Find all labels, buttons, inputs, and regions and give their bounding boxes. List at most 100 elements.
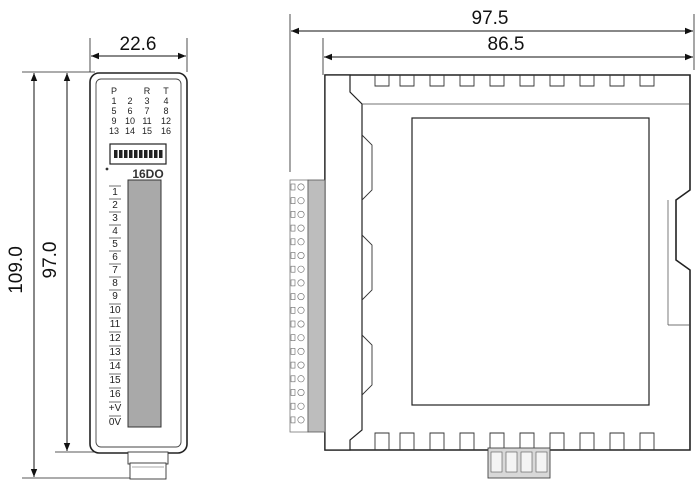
screw-terminal [290,306,296,314]
terminal-label: 16 [109,389,121,400]
screw-terminal [290,402,296,410]
screw-head [297,279,305,287]
top-vent-slot [399,75,415,87]
terminal-label: 8 [112,278,118,289]
bottom-vent-slot [399,432,415,450]
bottom-vent-slot [549,432,565,450]
top-vent-slot [489,75,505,87]
screw-head [297,361,305,369]
screw-head [297,416,305,424]
terminal-label: 0V [109,417,122,428]
screw-head [297,334,305,342]
top-vent-slot [639,75,655,87]
bottom-vents [374,432,655,450]
dip-switch-cell [144,150,148,158]
terminal-labels: 1 2 3 4 5 6 7 8 9 10 11 12 13 14 15 16 +… [109,187,122,428]
screw-terminal [290,416,296,424]
terminal-label: +V [109,403,122,414]
led-label: 7 [144,106,149,116]
led-label: 11 [142,116,151,126]
terminal-label: 3 [112,213,118,224]
bottom-vent-slot [459,432,475,450]
overall-height-label: 109.0 [6,246,27,294]
terminal-label: 13 [109,347,121,358]
led-header-p: P [111,86,117,96]
front-cover-profile [324,74,363,451]
model-label: 16DO [132,167,163,181]
top-vent-slot [549,75,565,87]
led-label: 6 [127,106,132,116]
top-vent-slot [609,75,625,87]
top-vent-slot [519,75,535,87]
screw-head [297,224,305,232]
screw-terminal [290,224,296,232]
bottom-vent-slot [609,432,625,450]
terminal-window [127,179,162,428]
led-label: 12 [161,116,171,126]
din-clip [127,451,169,480]
led-grid: 1 2 3 4 5 6 7 8 9 10 11 12 13 14 15 16 [109,96,171,136]
screw-terminal [290,320,296,328]
bottom-vent-slot [639,432,655,450]
top-vents [374,75,655,87]
dip-switch-cell [124,150,128,158]
screw-terminal [290,211,296,218]
led-label: 9 [111,116,116,126]
front-panel-inner [95,78,182,448]
connector-pin [490,451,503,473]
dip-switch-cell [114,150,118,158]
terminal-label: 15 [109,375,121,386]
terminal-label: 4 [112,226,118,237]
body-height-label: 97.0 [40,242,61,279]
screw-head [297,375,305,383]
connector-pin [520,451,533,473]
front-width-label: 22.6 [120,34,157,55]
side-label-area [411,117,650,406]
terminal-block [289,179,326,433]
dip-switch-cell [159,150,163,158]
led-label: 13 [109,126,119,136]
screw-terminal [290,348,296,355]
dip-switch-cell [129,150,133,158]
cover-ribs [361,134,373,396]
screw-terminal [290,293,296,300]
screw-head [297,402,305,410]
bottom-vent-slot [579,432,595,450]
dip-switch-cell [119,150,123,158]
connector-pin [535,451,548,473]
led-label: 10 [125,116,135,126]
led-label: 14 [125,126,135,136]
screw-terminal [290,252,296,259]
terminal-label: 10 [109,305,121,316]
screw-head [297,388,305,396]
screw-terminal [290,197,296,204]
side-view: 97.5 86.5 [289,8,695,479]
screw-head [297,210,305,218]
screw-terminal [290,389,296,396]
terminal-label: 9 [112,291,118,302]
led-label: 8 [163,106,168,116]
dip-switch-cell [154,150,158,158]
screw-head [297,238,305,246]
screw-head [297,347,305,355]
top-vent-slot [459,75,475,87]
led-label: 15 [142,126,152,136]
body-width-label: 86.5 [488,34,525,55]
terminal-label: 12 [109,333,121,344]
dip-switch-cell [134,150,138,158]
screw-head [297,183,305,191]
led-header-t: T [163,86,169,96]
terminal-label: 2 [112,200,118,211]
screw-terminal [290,334,296,342]
screw-head [297,306,305,314]
terminal-label: 11 [110,319,121,330]
top-vent-slot [429,75,445,87]
screw-head [297,197,305,205]
dip-switch-cell [149,150,153,158]
bottom-vent-slot [489,432,505,450]
terminal-label: 5 [112,239,118,250]
screw-head [297,293,305,301]
terminal-label: 14 [109,361,121,372]
bottom-vent-slot [429,432,445,450]
